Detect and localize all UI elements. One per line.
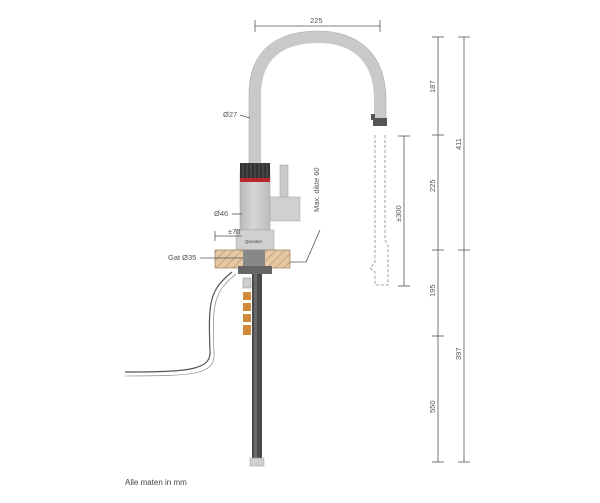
dim-seg-bottom: 550 (428, 400, 437, 413)
supply-hose (124, 271, 233, 373)
brass-fittings (242, 277, 252, 335)
dim-hole-diameter: Gat Ø35 (168, 253, 196, 262)
dim-max-thickness: Max. dikte 60 (312, 167, 321, 212)
water-flow-icon (369, 135, 389, 286)
dim-spout-reach: 225 (310, 16, 323, 25)
red-indicator-ring (240, 178, 270, 182)
dim-flow-length: ±300 (394, 205, 403, 222)
spout-nozzle (373, 118, 387, 126)
dim-total-upper: 411 (454, 138, 463, 150)
footer-note: Alle maten in mm (125, 478, 187, 487)
brand-label: Quooker (245, 239, 263, 244)
dim-body-diameter: Ø46 (214, 209, 228, 218)
dim-handle-offset: ±70 (228, 227, 240, 236)
dim-column-left (432, 36, 444, 463)
spout (249, 30, 386, 168)
dim-column-right (458, 36, 470, 463)
dim-seg-top: 187 (428, 80, 437, 93)
spout-outline (248, 30, 387, 168)
dim-total-lower: 397 (454, 347, 463, 360)
dim-seg-lower-mid: 195 (428, 284, 437, 297)
dim-spout-diameter: Ø27 (223, 110, 237, 119)
dim-seg-upper-mid: 225 (428, 179, 437, 192)
